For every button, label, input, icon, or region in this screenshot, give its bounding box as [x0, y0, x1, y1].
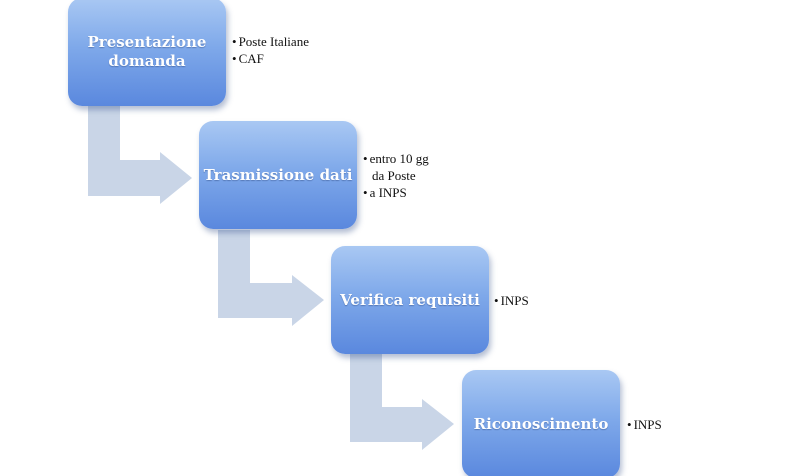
- step-title: Presentazione domanda: [87, 33, 207, 70]
- step-title: Trasmissione dati: [203, 165, 353, 184]
- step-title: Verifica requisiti: [340, 290, 480, 309]
- step-notes-trasmissione-dati: entro 10 gg da Poste a INPS: [363, 150, 429, 201]
- note-item: a INPS: [363, 184, 429, 201]
- step-box-trasmissione-dati: Trasmissione dati: [199, 121, 357, 229]
- note-item: da Poste: [372, 168, 416, 183]
- note-item: entro 10 gg: [363, 150, 429, 167]
- note-item: CAF: [232, 50, 309, 67]
- connector-arrow-1: [88, 106, 192, 204]
- step-box-verifica-requisiti: Verifica requisiti: [331, 246, 489, 354]
- step-box-presentazione-domanda: Presentazione domanda: [68, 0, 226, 106]
- note-item: INPS: [627, 416, 662, 433]
- connector-arrow-2: [218, 230, 324, 326]
- note-item: Poste Italiane: [232, 33, 309, 50]
- step-notes-presentazione-domanda: Poste Italiane CAF: [232, 33, 309, 67]
- connector-arrow-3: [350, 354, 454, 450]
- step-title: Riconoscimento: [473, 414, 609, 433]
- note-item: INPS: [494, 292, 529, 309]
- step-box-riconoscimento: Riconoscimento: [462, 370, 620, 476]
- step-notes-riconoscimento: INPS: [627, 416, 662, 433]
- step-notes-verifica-requisiti: INPS: [494, 292, 529, 309]
